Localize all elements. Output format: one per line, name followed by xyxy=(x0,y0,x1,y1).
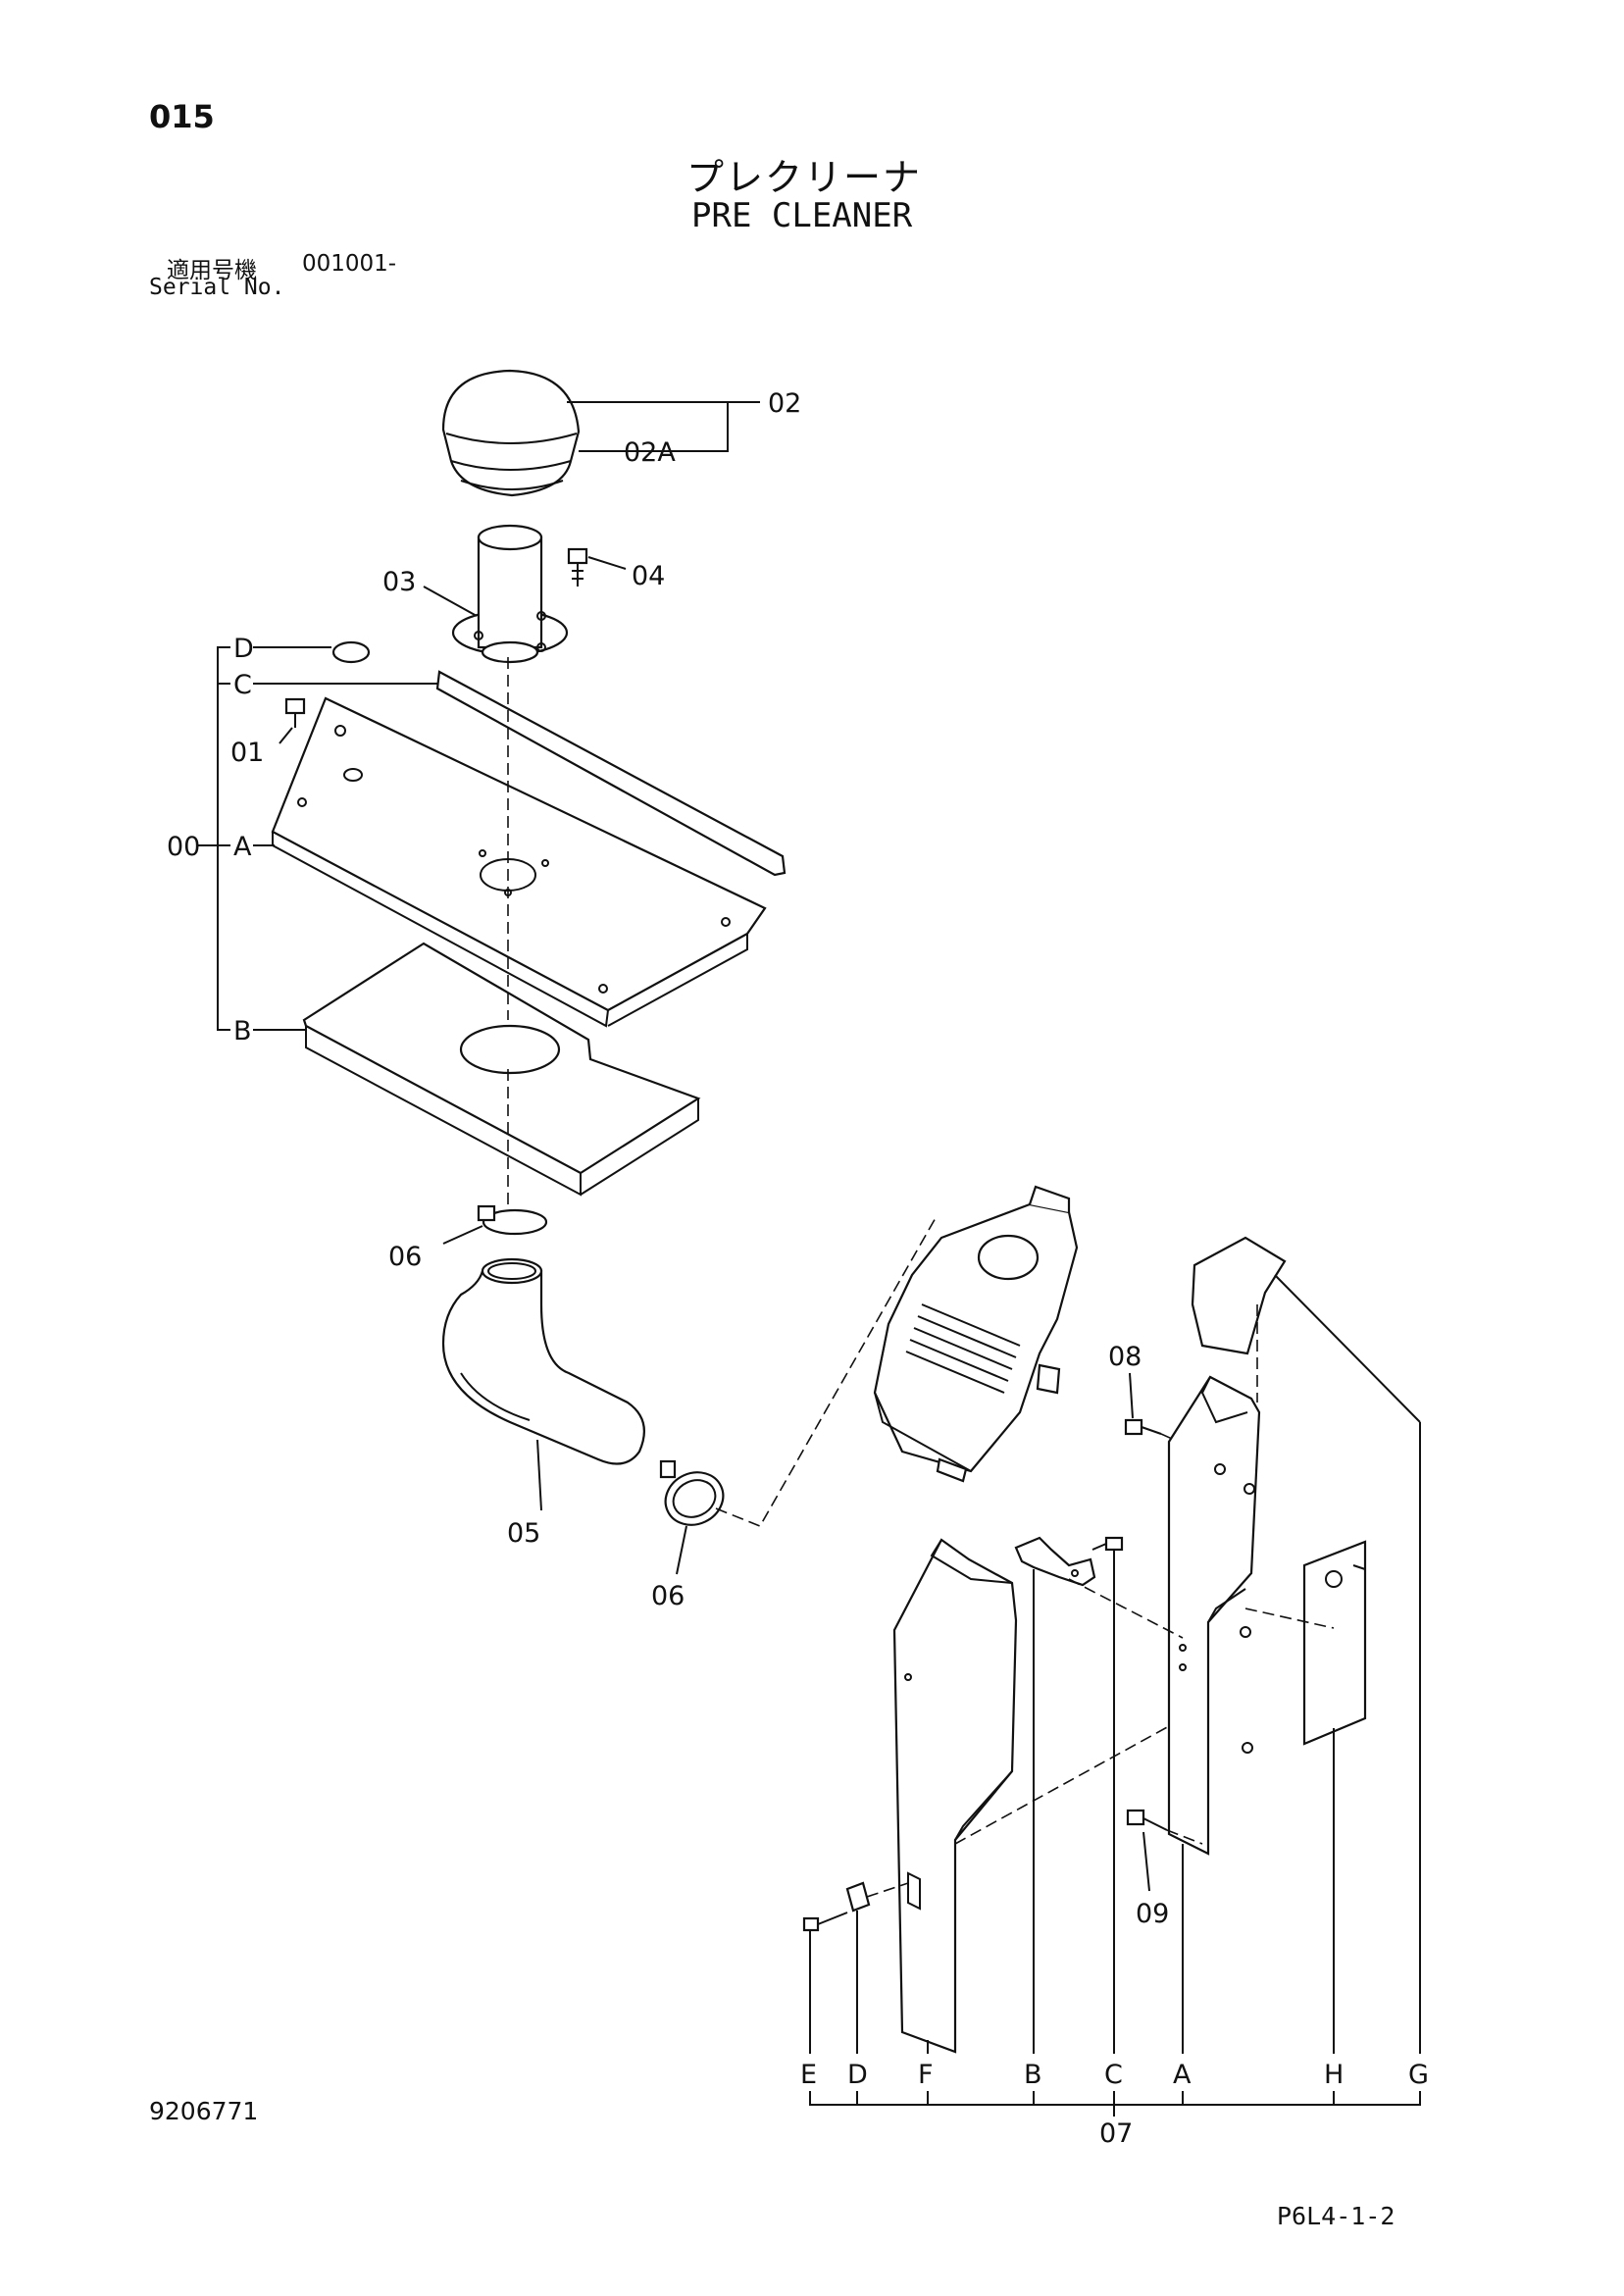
part-00-d-grommet xyxy=(331,640,371,664)
sub-07-f: F xyxy=(918,2060,934,2090)
sub-07-a: A xyxy=(1173,2060,1192,2090)
callout-03: 03 xyxy=(382,567,416,597)
air-cleaner-body xyxy=(873,1185,1079,1483)
leader-06-lower xyxy=(676,1525,687,1575)
axis-09 xyxy=(1166,1829,1203,1845)
part-08-bolt xyxy=(1124,1418,1162,1436)
leader-07-g xyxy=(1274,1274,1421,1423)
serial-label-english: Serial No. xyxy=(149,275,285,300)
part-00-a-cover-plate xyxy=(271,696,767,1028)
part-07-a-duct xyxy=(1167,1375,1261,1856)
part-06-clamp-lower xyxy=(659,1459,725,1526)
serial-label-japanese: 適用号機 xyxy=(167,258,257,283)
sub-07-c: C xyxy=(1104,2060,1123,2090)
callout-06-lower: 06 xyxy=(651,1581,685,1611)
part-00-c-seal xyxy=(435,670,787,877)
sub-07-d: D xyxy=(847,2060,868,2090)
sub-00-a: A xyxy=(233,832,252,862)
part-07-h-plate xyxy=(1302,1540,1367,1746)
callout-02: 02 xyxy=(768,388,801,419)
document-number: 9206771 xyxy=(149,2097,259,2125)
part-04-bolt xyxy=(567,547,588,587)
part-07-b-bracket xyxy=(1014,1536,1096,1587)
sub-07-e: E xyxy=(800,2060,817,2090)
axis-h xyxy=(1244,1607,1335,1629)
axis-d xyxy=(866,1882,909,1898)
sub-07-b: B xyxy=(1024,2060,1042,2090)
serial-value: 001001- xyxy=(302,251,397,277)
leader-04 xyxy=(587,556,627,570)
figure-code: P6L4-1-2 xyxy=(1277,2202,1396,2230)
callout-06-upper: 06 xyxy=(388,1242,422,1272)
callout-01: 01 xyxy=(230,738,264,768)
part-03-stack-pipe xyxy=(451,524,569,664)
part-06-clamp-upper xyxy=(477,1204,548,1236)
part-05-hose xyxy=(441,1257,645,1465)
callout-04: 04 xyxy=(632,561,665,591)
callout-09: 09 xyxy=(1136,1899,1169,1929)
axis-f xyxy=(954,1725,1170,1845)
part-07-f-duct xyxy=(892,1538,1018,2054)
leader-02 xyxy=(567,401,729,452)
sub-07-h: H xyxy=(1324,2060,1344,2090)
title-japanese: プレクリーナ xyxy=(686,156,923,199)
callout-02a: 02A xyxy=(624,437,676,468)
callout-05: 05 xyxy=(507,1518,540,1549)
part-07-c-bolt xyxy=(1091,1536,1124,1552)
part-07-d-clip xyxy=(845,1881,871,1913)
part-01-bolt xyxy=(284,697,306,728)
callout-08: 08 xyxy=(1108,1342,1142,1372)
sub-07-g: G xyxy=(1408,2060,1429,2090)
part-00-b-pad xyxy=(302,942,701,1197)
axis-b xyxy=(1068,1578,1184,1639)
leader-08 xyxy=(1129,1372,1134,1419)
sub-00-d: D xyxy=(233,634,254,664)
part-07-g-top-cover xyxy=(1191,1236,1287,1355)
leader-03 xyxy=(423,586,478,617)
bracket-00 xyxy=(217,646,230,1031)
part-07-e-screw xyxy=(802,1912,848,1932)
leader-05 xyxy=(536,1439,542,1511)
sub-00-b: B xyxy=(233,1016,252,1046)
page-number: 015 xyxy=(149,98,215,135)
leader-01 xyxy=(279,727,293,744)
leader-06-upper xyxy=(442,1225,483,1245)
callout-07: 07 xyxy=(1099,2118,1133,2149)
title-english: PRE CLEANER xyxy=(691,196,913,235)
part-02-cap xyxy=(441,369,581,497)
part-09-bolt xyxy=(1126,1809,1168,1831)
axis-aircleaner xyxy=(715,1215,938,1528)
sub-00-c: C xyxy=(233,670,252,700)
callout-00: 00 xyxy=(167,832,200,862)
leader-09 xyxy=(1142,1831,1150,1892)
